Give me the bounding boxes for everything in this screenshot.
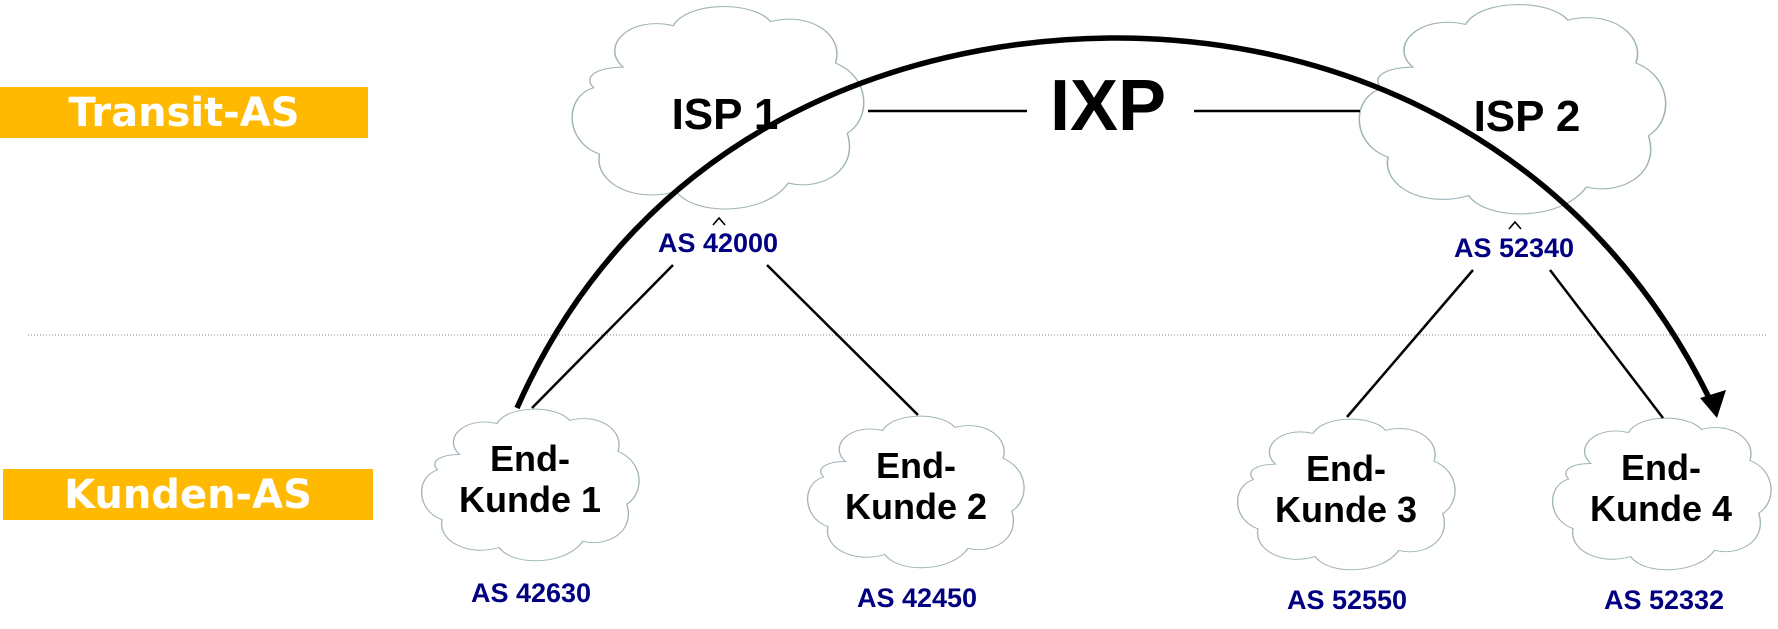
customer4-as-number: AS 52332 <box>1603 585 1725 615</box>
customer2-line2: Kunde 2 <box>844 486 987 528</box>
traffic-path-arrow <box>514 35 1715 410</box>
customer1-line2: Kunde 1 <box>458 479 601 521</box>
customer4-line2: Kunde 4 <box>1589 488 1732 530</box>
customer2-line1: End- <box>876 445 956 486</box>
customer2-as-number: AS 42450 <box>856 583 978 613</box>
customer1-as-number: AS 42630 <box>470 578 592 608</box>
isp1-caret-icon <box>712 216 726 226</box>
isp2-as-number: AS 52340 <box>1453 233 1575 263</box>
isp1-as-number: AS 42000 <box>657 228 779 258</box>
customer3-as-number: AS 52550 <box>1286 585 1408 615</box>
customer1-line1: End- <box>490 438 570 479</box>
isp2-label: ISP 2 <box>1473 92 1581 141</box>
ixp-label: IXP <box>1050 66 1167 146</box>
customer3-label: End- Kunde 3 <box>1256 448 1436 531</box>
customer3-line2: Kunde 3 <box>1274 489 1417 531</box>
link-isp1-customer1 <box>531 264 674 409</box>
link-isp1-customer2 <box>766 264 919 416</box>
customer4-line1: End- <box>1621 447 1701 488</box>
link-isp2-customer4 <box>1549 269 1664 419</box>
transit-as-label: Transit-AS <box>68 89 300 136</box>
customer2-label: End- Kunde 2 <box>826 445 1006 528</box>
link-isp2-customer3 <box>1346 269 1474 418</box>
customer3-line1: End- <box>1306 448 1386 489</box>
isp1-label: ISP 1 <box>671 90 779 139</box>
customer1-label: End- Kunde 1 <box>440 438 620 521</box>
isp2-caret-icon <box>1508 220 1522 230</box>
kunden-as-label: Kunden-AS <box>64 471 312 518</box>
traffic-path-arrowhead-icon <box>1700 390 1726 418</box>
customer4-label: End- Kunde 4 <box>1571 447 1751 530</box>
transit-as-band: Transit-AS <box>0 87 368 138</box>
kunden-as-band: Kunden-AS <box>3 469 373 520</box>
